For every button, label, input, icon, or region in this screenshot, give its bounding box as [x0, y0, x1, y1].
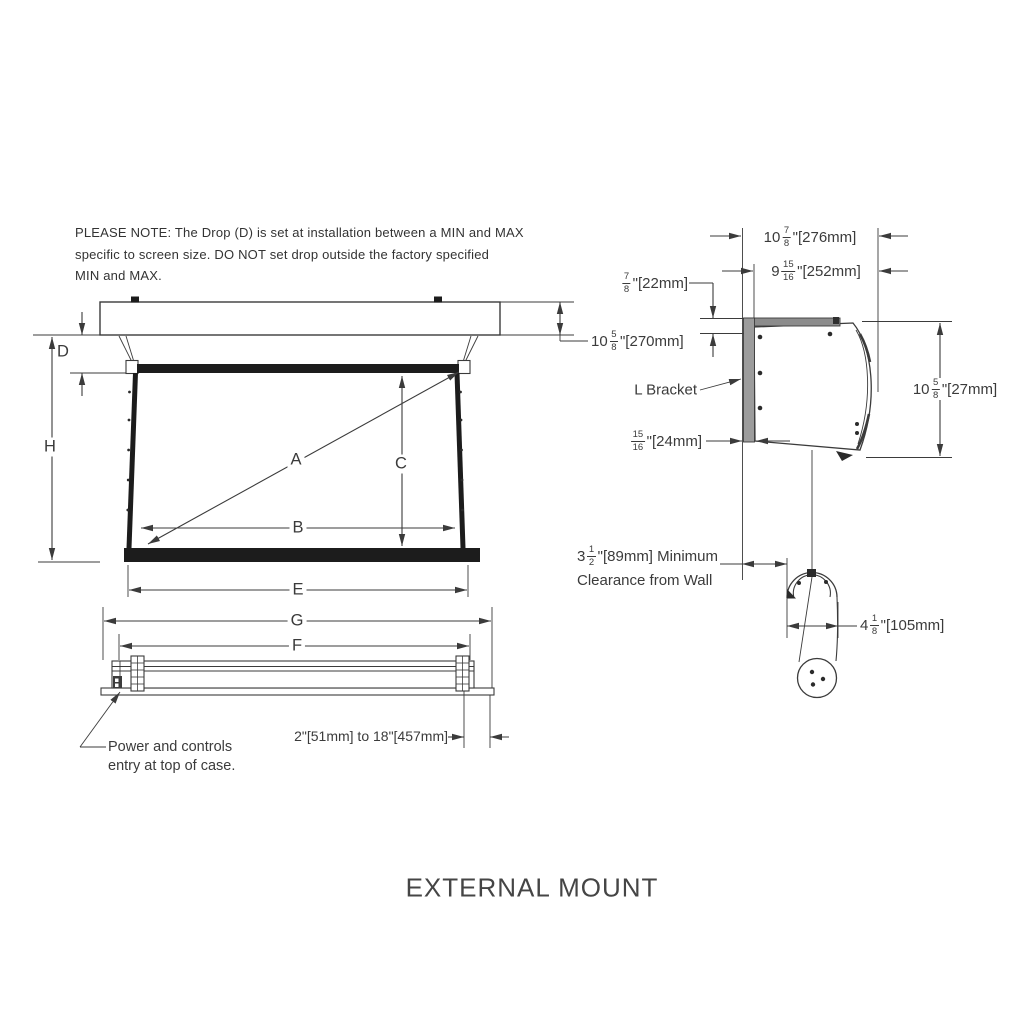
- dim-F-label: F: [288, 636, 306, 656]
- side-view-linework: [689, 228, 952, 699]
- case-top-tick-right: [434, 296, 442, 303]
- roller-tube: [796, 657, 838, 699]
- l-bracket: [743, 317, 755, 443]
- dim-A-label: A: [287, 450, 305, 470]
- power-note: Power and controls entry at top of case.: [108, 738, 235, 776]
- page-title: EXTERNAL MOUNT: [405, 872, 659, 903]
- dim-E-label: E: [289, 580, 307, 600]
- dim-range-label: 2"[51mm] to 18"[457mm]: [294, 728, 448, 744]
- l-bracket-label: L Bracket: [634, 381, 697, 399]
- power-note-line-2: entry at top of case.: [108, 758, 236, 774]
- case-top-plate: [743, 317, 841, 327]
- note-text: PLEASE NOTE: The Drop (D) is set at inst…: [75, 222, 524, 287]
- case-foot: [836, 451, 853, 461]
- base-plate: [100, 687, 495, 696]
- dim-G-label: G: [287, 611, 307, 631]
- dim-clearance-label-line2: Clearance from Wall: [577, 572, 713, 589]
- screen-top-bar: [137, 364, 459, 373]
- screen-left-edge: [126, 373, 138, 548]
- power-note-line-1: Power and controls: [108, 739, 233, 755]
- dim-D-label: D: [57, 342, 69, 361]
- mount-bracket-right: [455, 655, 470, 692]
- note-line-3: MIN and MAX.: [75, 268, 162, 283]
- case-top-tick-left: [131, 296, 139, 303]
- dim-B-label: B: [289, 518, 307, 538]
- note-line-2: specific to screen size. DO NOT set drop…: [75, 246, 490, 262]
- clip-right: [457, 359, 471, 375]
- bottom-view-linework: [79, 607, 509, 748]
- slat-bar: [124, 548, 480, 562]
- hook-top-clip: [807, 569, 816, 577]
- tube-dots: [809, 669, 826, 687]
- case-plan-body: [111, 660, 475, 689]
- mount-bracket-left: [130, 655, 145, 692]
- front-view-linework: [33, 296, 588, 597]
- dim-H-label: H: [41, 437, 59, 457]
- power-entry-block: [113, 676, 122, 688]
- front-case: [99, 301, 501, 336]
- side-case-body: [753, 322, 872, 451]
- clip-left: [125, 359, 139, 375]
- dim-C-label: C: [392, 454, 410, 474]
- power-leader: [79, 691, 121, 748]
- tab-guide-nubs: [126, 390, 464, 512]
- screen-right-edge: [454, 373, 466, 548]
- screw-dots: [757, 331, 859, 435]
- screen-drop-line: [798, 576, 813, 663]
- note-line-1: PLEASE NOTE: The Drop (D) is set at inst…: [75, 225, 524, 240]
- l-bracket-leader: [699, 378, 742, 391]
